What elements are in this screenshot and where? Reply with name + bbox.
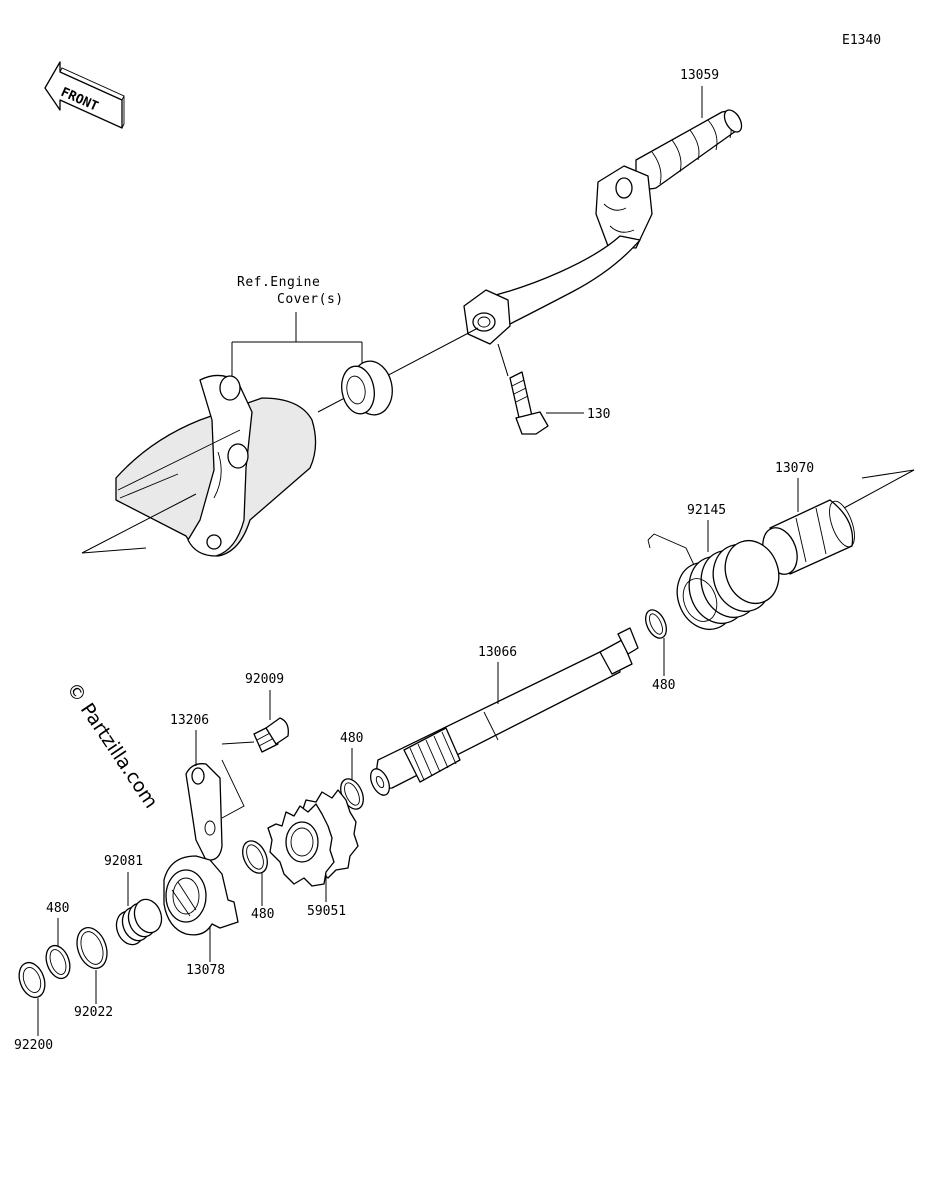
callout-kick-pedal: 13059: [680, 68, 719, 118]
circlip-end-part: [45, 944, 71, 980]
ref-note-line1: Ref.Engine: [237, 275, 320, 290]
callout-kick-pedal-label: 13059: [680, 68, 719, 83]
spring-part: [647, 533, 780, 631]
stopper-plate-part: [185, 759, 245, 861]
small-bolt-part: [253, 717, 289, 753]
circlip-lower-part: [242, 840, 268, 874]
callout-small-bolt-label: 92009: [245, 672, 284, 687]
gear-part: [267, 789, 359, 887]
callout-stopper-plate-label: 13206: [170, 713, 209, 728]
callout-shaft-label: 13066: [478, 645, 517, 660]
callout-stopper-plate: 13206: [170, 713, 209, 766]
callout-gear: 59051: [307, 874, 346, 919]
callout-gear-label: 59051: [307, 904, 346, 919]
callout-spring: 92145: [687, 503, 726, 552]
engine-cover-ref: [115, 374, 317, 557]
callout-circlip-lower-label: 480: [251, 907, 274, 922]
circlip-right-part: [645, 609, 667, 639]
callout-circlip-lower: 480: [251, 872, 274, 922]
callout-guide-label: 13070: [775, 461, 814, 476]
callout-circlip-right-label: 480: [652, 678, 675, 693]
callout-small-spring: 92081: [104, 854, 143, 906]
callout-circlip-gear: 480: [340, 731, 363, 780]
front-arrow-icon: FRONT: [44, 61, 125, 129]
watermark: © Partzilla.com: [62, 678, 162, 812]
callout-circlip-end: 480: [46, 901, 69, 946]
oil-seal-part: [341, 360, 393, 416]
callout-spring-label: 92145: [687, 503, 726, 518]
callout-washer: 92022: [74, 970, 113, 1020]
callout-ratchet: 13078: [186, 926, 225, 978]
shaft-part: [369, 627, 639, 796]
callout-end-washer: 92200: [14, 998, 53, 1053]
washer-part: [76, 927, 108, 969]
small-spring-part: [115, 898, 163, 946]
callout-washer-label: 92022: [74, 1005, 113, 1020]
ratchet-part: [163, 855, 239, 936]
callout-circlip-right: 480: [652, 638, 675, 693]
callout-small-spring-label: 92081: [104, 854, 143, 869]
bolt-part: [509, 371, 549, 435]
callout-shaft: 13066: [478, 645, 517, 704]
callout-end-washer-label: 92200: [14, 1038, 53, 1053]
ref-note: Ref.Engine Cover(s): [231, 275, 363, 376]
kick-pedal-part: [463, 109, 743, 345]
ref-note-line2: Cover(s): [277, 292, 344, 307]
callout-circlip-gear-label: 480: [340, 731, 363, 746]
callout-guide: 13070: [775, 461, 814, 512]
callout-bolt: 130: [546, 407, 610, 422]
callout-bolt-label: 130: [587, 407, 610, 422]
callout-ratchet-label: 13078: [186, 963, 225, 978]
callout-circlip-end-label: 480: [46, 901, 69, 916]
diagram-code: E1340: [842, 33, 881, 48]
callout-small-bolt: 92009: [245, 672, 284, 720]
end-washer-part: [18, 961, 46, 999]
